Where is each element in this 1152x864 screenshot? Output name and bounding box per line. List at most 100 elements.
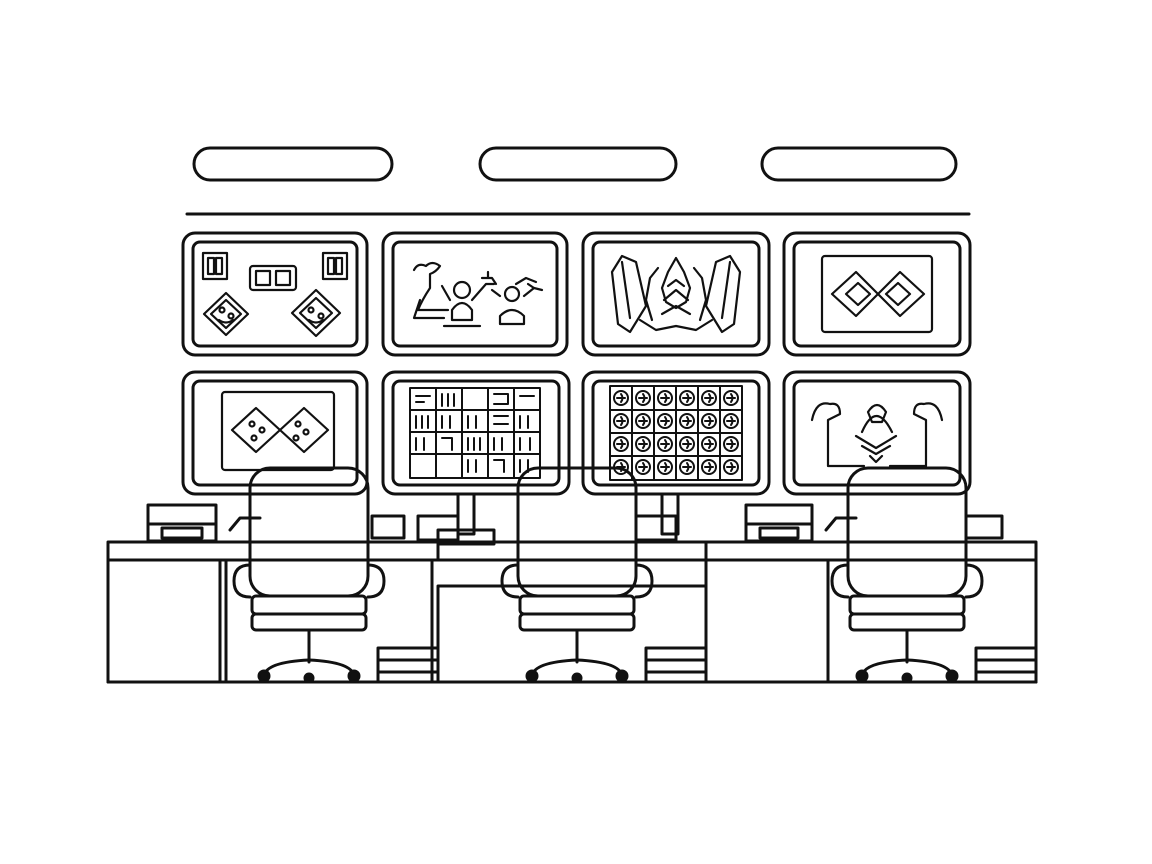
coin-mark-detail <box>638 393 648 403</box>
coin-mark-detail <box>638 439 648 449</box>
monitor-r1c1 <box>181 231 369 357</box>
ceiling-light-right <box>760 146 958 182</box>
coin-mark <box>679 459 695 475</box>
monitor-stands <box>436 492 680 546</box>
coin-mark-detail <box>704 462 714 472</box>
ceiling-light-center <box>478 146 678 182</box>
coin-mark <box>679 436 695 452</box>
monitor-r1c2 <box>381 231 569 357</box>
coin-mark <box>723 390 739 406</box>
chair-part <box>516 466 638 598</box>
coin-mark-detail <box>616 393 626 403</box>
chair-part <box>615 669 629 683</box>
coin-mark <box>635 436 651 452</box>
coin-mark-detail <box>616 416 626 426</box>
coin-mark <box>613 436 629 452</box>
coin-mark-detail <box>660 393 670 403</box>
coin-mark-detail <box>726 439 736 449</box>
chair-part <box>250 594 368 616</box>
double-diamond-icon <box>820 254 934 334</box>
coin-mark-detail <box>682 393 692 403</box>
double-diamond-dots-icon <box>220 390 336 472</box>
coin-mark-detail <box>682 439 692 449</box>
coin-mark <box>657 390 673 406</box>
chair-part <box>250 612 368 632</box>
ceiling-light-left <box>192 146 394 182</box>
coin-mark <box>613 390 629 406</box>
coin-mark <box>657 436 673 452</box>
data-grid-icon <box>409 387 541 479</box>
coin-mark-detail <box>660 416 670 426</box>
chair-part <box>571 672 583 684</box>
coin-mark <box>701 436 717 452</box>
chair-part <box>530 658 624 678</box>
chair-right <box>830 466 984 684</box>
coin-mark-detail <box>726 416 736 426</box>
coin-mark <box>635 459 651 475</box>
coin-mark-detail <box>638 416 648 426</box>
chair-part <box>257 669 271 683</box>
coin-mark-detail <box>660 462 670 472</box>
desk-center <box>416 514 708 684</box>
coin-mark <box>701 413 717 429</box>
coin-grid-icon <box>609 385 743 481</box>
chair-part <box>901 672 913 684</box>
coin-mark <box>635 413 651 429</box>
diamond-tiles-icon <box>201 251 349 338</box>
chair-part <box>248 466 370 598</box>
coin-mark <box>701 459 717 475</box>
chair-part <box>860 658 954 678</box>
chair-part <box>518 594 636 616</box>
chair-part <box>232 563 252 599</box>
coin-mark <box>701 390 717 406</box>
monitor-r1c3 <box>581 231 771 357</box>
coin-mark-detail <box>704 416 714 426</box>
chair-part <box>262 658 356 678</box>
coin-mark <box>679 390 695 406</box>
chair-part <box>855 669 869 683</box>
crystal-cluster-icon <box>610 254 742 334</box>
chair-part <box>500 563 520 599</box>
chair-part <box>830 563 850 599</box>
chair-part <box>848 612 966 632</box>
chair-part <box>846 466 968 598</box>
monitor-r2c2 <box>381 370 571 496</box>
coin-mark <box>635 390 651 406</box>
chair-part <box>634 563 654 599</box>
monitor-r1c4 <box>782 231 972 357</box>
desk-left <box>106 503 440 684</box>
monitor-r2c3 <box>581 370 771 496</box>
chair-part <box>347 669 361 683</box>
chair-center <box>500 466 654 684</box>
chair-part <box>848 594 966 616</box>
chair-part <box>945 669 959 683</box>
coin-mark <box>679 413 695 429</box>
robot-figures-icon <box>412 261 544 328</box>
monitor-r2c4 <box>782 370 972 496</box>
chair-part <box>525 669 539 683</box>
coin-mark-detail <box>704 439 714 449</box>
coin-mark-detail <box>660 439 670 449</box>
monitor-r2c1 <box>181 370 369 496</box>
chair-part <box>518 612 636 632</box>
monitor-wall <box>181 231 972 496</box>
coin-mark <box>723 413 739 429</box>
coin-mark-detail <box>638 462 648 472</box>
chair-part <box>303 672 315 684</box>
ceiling-lights <box>192 146 958 182</box>
coin-mark-detail <box>682 462 692 472</box>
coin-mark <box>723 459 739 475</box>
coin-mark-detail <box>682 416 692 426</box>
coin-mark <box>613 413 629 429</box>
coin-mark-detail <box>726 462 736 472</box>
coin-mark-detail <box>726 393 736 403</box>
coin-mark <box>723 436 739 452</box>
coin-mark <box>657 413 673 429</box>
coin-mark <box>657 459 673 475</box>
coin-mark-detail <box>616 439 626 449</box>
chair-part <box>964 563 984 599</box>
desk-right <box>704 503 1038 684</box>
figure-raised-arms-icon <box>810 402 944 468</box>
coin-mark-detail <box>704 393 714 403</box>
chair-part <box>366 563 386 599</box>
